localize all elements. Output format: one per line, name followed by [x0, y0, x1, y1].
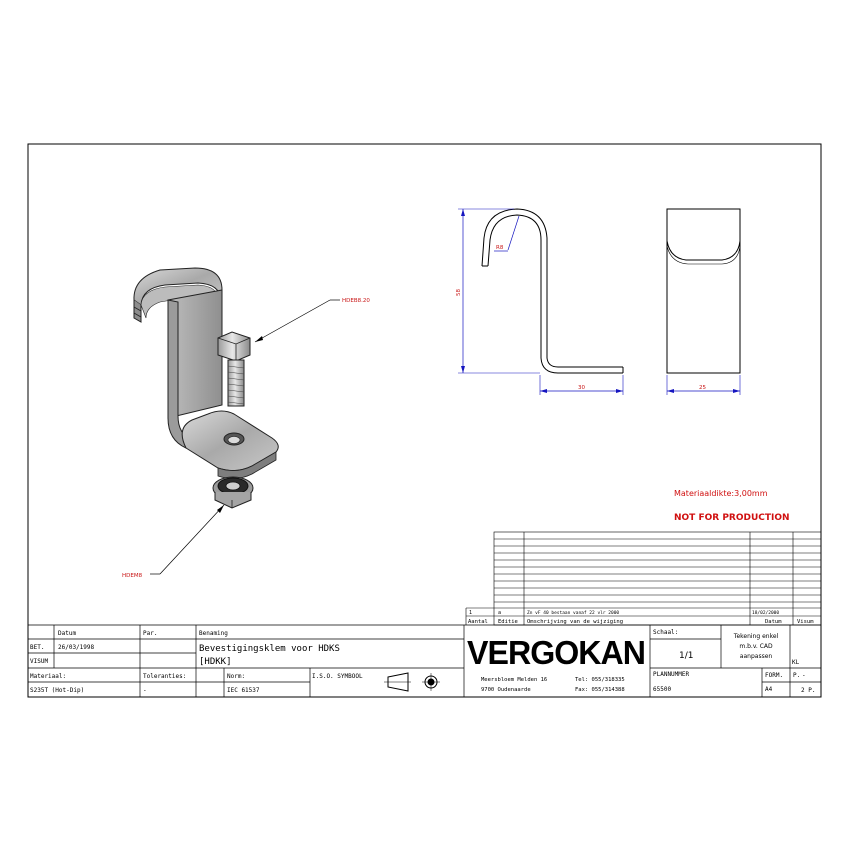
bet-label: BET. [30, 644, 44, 651]
materiaal-value: S235T (Hot-Dip) [30, 687, 84, 694]
svg-text:Editie: Editie [498, 619, 518, 625]
foot-dimension: 30 [578, 385, 585, 391]
schaal-value: 1/1 [679, 651, 693, 661]
bolt-callout: HDEB8.20 [342, 298, 370, 304]
datum-header: Datum [58, 630, 76, 637]
title-block-grid [28, 624, 821, 697]
total-pages: 2 P. [801, 687, 815, 694]
svg-text:1: 1 [469, 610, 472, 616]
company-tel: Tel: 055/318335 [575, 677, 625, 683]
nut-callout: HDEM8 [122, 573, 143, 579]
height-dimension: 58 [456, 289, 462, 296]
vergokan-logo: VERGOKAN [467, 634, 645, 671]
toleranties-value: - [143, 687, 147, 694]
svg-text:18/02/2000: 18/02/2000 [752, 610, 779, 616]
materiaal-label: Materiaal: [30, 673, 66, 680]
isometric-view: HDEB8.20 HDEM8 [122, 267, 370, 579]
front-view [666, 208, 741, 374]
part-description-line2: [HDKK] [199, 657, 232, 667]
planummer-value: 65500 [653, 686, 671, 693]
formaat-value: A4 [765, 686, 773, 693]
par-header: Par. [143, 630, 157, 637]
revision-entry: 1 a Zn vF 40 bestaan vanaf 22 vlr 2000 1… [469, 610, 779, 616]
cad-note-line2: m.b.v. CAD [739, 643, 773, 650]
side-profile-dimensions: R8 58 30 [456, 208, 624, 395]
not-for-production-note: NOT FOR PRODUCTION [674, 513, 790, 523]
iso-symbool-label: I.S.O. SYMBOOL [312, 673, 363, 680]
page-value: - [802, 672, 806, 679]
visum-label: VISUM [30, 658, 48, 665]
norm-label: Norm: [227, 673, 245, 680]
company-address-line1: Meersbloem Melden 16 [481, 677, 547, 683]
bolt-hdeb8-20 [217, 331, 251, 407]
drawing-frame [27, 143, 822, 698]
svg-text:Visum: Visum [797, 619, 814, 625]
bet-date: 26/03/1998 [58, 644, 95, 651]
formaat-label: FORM. [765, 672, 783, 679]
cad-note-line1: Tekening enkel [733, 633, 779, 640]
svg-text:Zn vF 40 bestaan vanaf 22 vlr: Zn vF 40 bestaan vanaf 22 vlr 2000 [527, 610, 619, 616]
revision-header: Aantal Editie Omschrijving van de wijzig… [468, 619, 814, 625]
svg-text:a: a [498, 610, 501, 616]
width-dimension: 25 [699, 385, 706, 391]
side-profile-view [481, 208, 624, 374]
schaal-label: Schaal: [653, 629, 678, 636]
revision-table [465, 531, 822, 626]
toleranties-label: Toleranties: [143, 673, 186, 680]
company-address-line2: 9700 Oudenaarde [481, 687, 531, 693]
nut-hdem8 [212, 476, 254, 509]
svg-text:Datum: Datum [765, 619, 782, 625]
iso-projection-symbol [384, 672, 440, 692]
part-description-line1: Bevestigingsklem voor HDKS [199, 644, 340, 654]
benaming-header: Benaming [199, 630, 228, 637]
cad-note-line3: aanpassen [740, 653, 773, 660]
company-fax: Fax: 055/314388 [575, 687, 625, 693]
planummer-label: PLANNUMMER [653, 671, 690, 678]
kl-label: KL [792, 659, 800, 666]
material-thickness-note: Materiaaldikte:3,00mm [674, 489, 768, 498]
front-view-dimension: 25 [666, 375, 741, 395]
norm-value: IEC 61537 [227, 687, 260, 694]
svg-text:Omschrijving van de wijziging: Omschrijving van de wijziging [527, 619, 623, 625]
page-label: P. [793, 672, 800, 679]
radius-dimension: R8 [496, 245, 504, 251]
svg-text:Aantal: Aantal [468, 619, 488, 625]
